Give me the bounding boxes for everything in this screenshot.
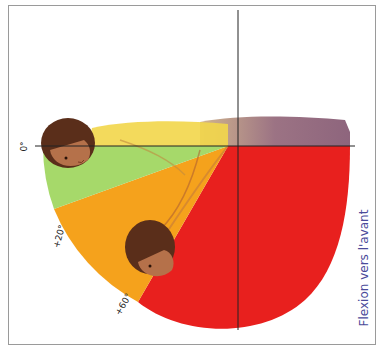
arm (160, 150, 200, 230)
head-flexed (125, 220, 175, 276)
frame (9, 6, 376, 345)
head-upright (41, 118, 95, 168)
torso (88, 121, 228, 146)
flexed-torso (165, 146, 228, 235)
arm (120, 140, 185, 175)
horizontal-axis (35, 146, 355, 147)
axis-title: Flexion vers l'avant (358, 210, 370, 327)
angle-label: 0° (19, 141, 28, 151)
vertical-axis (238, 10, 239, 330)
